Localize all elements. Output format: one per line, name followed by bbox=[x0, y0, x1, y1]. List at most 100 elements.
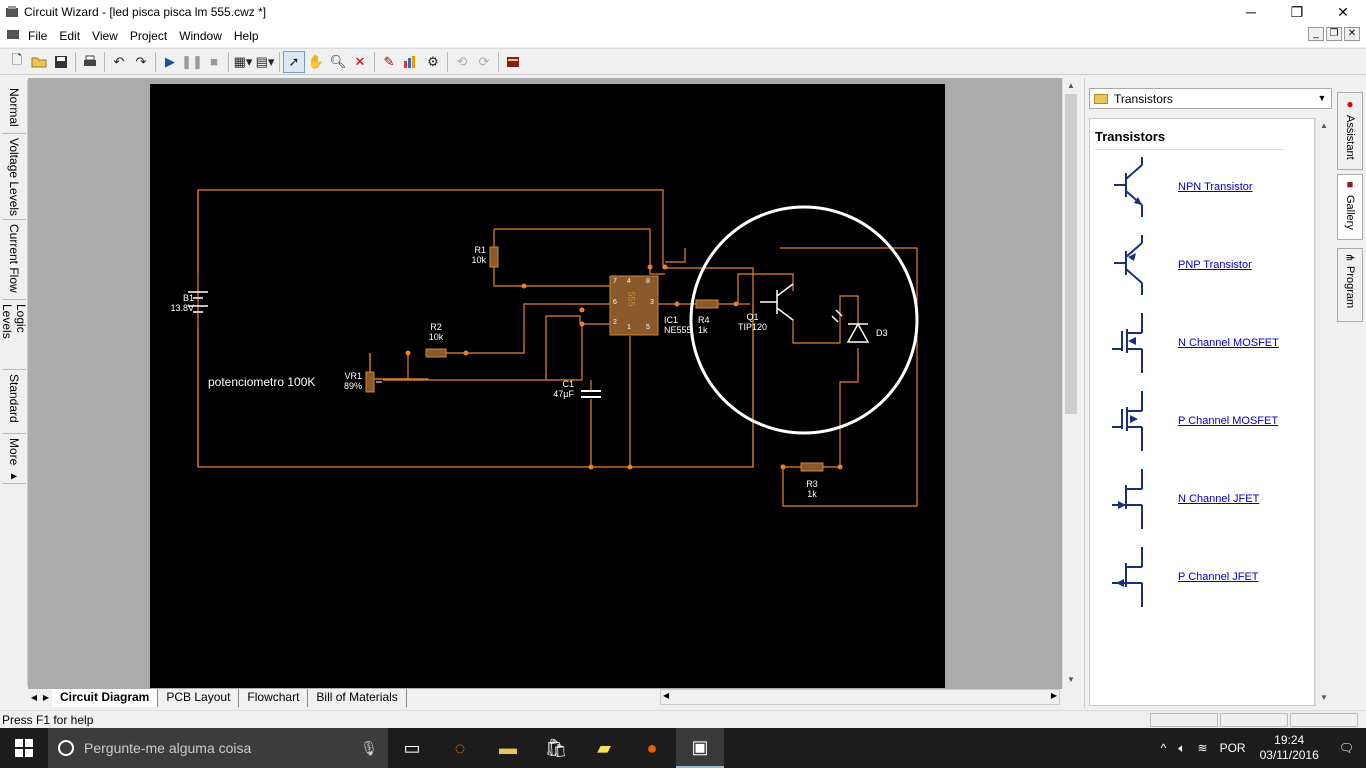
n-jfet-icon bbox=[1112, 469, 1143, 529]
select-pointer-icon[interactable]: ➚ bbox=[283, 50, 305, 73]
horizontal-scrollbar[interactable]: ◀ ▶ bbox=[660, 689, 1060, 705]
firefox-icon[interactable]: ● bbox=[646, 737, 658, 758]
gallery-book-icon[interactable] bbox=[502, 51, 524, 73]
vertical-scrollbar[interactable]: ▲ ▼ bbox=[1062, 78, 1078, 688]
play-icon[interactable]: ▶ bbox=[165, 53, 175, 69]
gallery-scrollbar[interactable]: ▲ ▼ bbox=[1315, 118, 1331, 706]
category-select[interactable]: Transistors ▼ bbox=[1089, 88, 1332, 109]
n-mosfet-link[interactable]: N Channel MOSFET bbox=[1178, 337, 1279, 349]
menu-window[interactable]: Window bbox=[179, 28, 222, 43]
tab-pcb-layout[interactable]: PCB Layout bbox=[158, 688, 240, 707]
toolbar-separator bbox=[228, 51, 229, 72]
store-icon[interactable]: 🛍︎ bbox=[544, 737, 568, 758]
chevron-down-icon[interactable]: ▼ bbox=[1317, 93, 1327, 103]
mdi-restore-button[interactable]: ❐ bbox=[1326, 27, 1342, 41]
tab-current-flow[interactable]: Current Flow bbox=[2, 220, 26, 300]
undo-icon[interactable]: ↶ bbox=[113, 53, 125, 69]
wifi-icon[interactable]: ≋ bbox=[1197, 741, 1208, 755]
notifications-icon[interactable]: 🗨︎ bbox=[1338, 741, 1354, 755]
app-swirl-icon[interactable]: ◌ bbox=[454, 737, 466, 758]
chevron-up-icon[interactable]: ^ bbox=[1160, 741, 1167, 755]
pnp-transistor-link[interactable]: PNP Transistor bbox=[1178, 259, 1252, 271]
rotate-right-icon[interactable]: ⟳ bbox=[478, 53, 490, 69]
gallery-item-pjfet[interactable]: P Channel JFET bbox=[1090, 545, 1316, 623]
windows-start-button[interactable] bbox=[0, 728, 48, 768]
gallery-scroll-up-icon[interactable]: ▲ bbox=[1320, 121, 1328, 130]
potentiometer-note: potenciometro 100K bbox=[208, 375, 316, 389]
gallery-item-pnp[interactable]: PNP Transistor bbox=[1090, 233, 1316, 311]
taskbar: Pergunte-me alguma coisa 🎙︎ ▭ ◌ ▬ 🛍︎ ▰ ●… bbox=[0, 728, 1366, 768]
tab-more[interactable]: More ▸ bbox=[2, 434, 26, 484]
tab-assistant[interactable]: ● Assistant bbox=[1337, 92, 1363, 170]
open-folder-icon[interactable] bbox=[28, 51, 50, 73]
layout-view-icon[interactable]: ▤▾ bbox=[255, 53, 275, 69]
rotate-left-icon[interactable]: ⟲ bbox=[456, 53, 468, 69]
save-icon[interactable] bbox=[50, 51, 72, 73]
close-button[interactable]: ✕ bbox=[1337, 3, 1349, 20]
component-view-icon[interactable]: ▦▾ bbox=[233, 53, 253, 69]
probe-icon[interactable]: ✎ bbox=[383, 53, 395, 69]
tab-gallery[interactable]: ■ Gallery bbox=[1337, 174, 1363, 240]
pin-1: 1 bbox=[627, 324, 631, 331]
scroll-right-icon[interactable]: ▶ bbox=[1050, 691, 1057, 700]
tab-next-icon[interactable]: ▶ bbox=[42, 693, 50, 702]
mdi-minimize-button[interactable]: _ bbox=[1308, 27, 1324, 41]
clock[interactable]: 19:24 03/11/2016 bbox=[1252, 733, 1327, 763]
status-bar: Press F1 for help bbox=[0, 710, 1366, 728]
menu-view[interactable]: View bbox=[92, 28, 118, 43]
tab-prev-icon[interactable]: ◀ bbox=[30, 693, 38, 702]
mdi-close-button[interactable]: ✕ bbox=[1344, 27, 1360, 41]
microphone-icon[interactable]: 🎙︎ bbox=[360, 739, 378, 756]
menu-project[interactable]: Project bbox=[129, 28, 168, 43]
scroll-up-icon[interactable]: ▲ bbox=[1067, 81, 1075, 90]
gallery-item-njfet[interactable]: N Channel JFET bbox=[1090, 467, 1316, 545]
tab-circuit-diagram[interactable]: Circuit Diagram bbox=[52, 688, 159, 707]
scroll-down-icon[interactable]: ▼ bbox=[1067, 675, 1075, 684]
tab-program[interactable]: ⋔ Program bbox=[1337, 248, 1363, 322]
new-file-icon[interactable]: 🗋 bbox=[11, 51, 23, 67]
language-indicator[interactable]: POR bbox=[1219, 741, 1246, 755]
gallery-item-pmos[interactable]: P Channel MOSFET bbox=[1090, 389, 1316, 467]
menu-edit[interactable]: Edit bbox=[59, 28, 81, 43]
scroll-thumb[interactable] bbox=[1065, 94, 1077, 414]
graph-icon[interactable] bbox=[400, 51, 422, 73]
file-explorer-icon[interactable]: ▬ bbox=[499, 737, 517, 758]
tab-voltage-levels[interactable]: Voltage Levels bbox=[2, 134, 26, 220]
pan-hand-icon[interactable]: ✋ bbox=[307, 53, 325, 69]
taskbar-search[interactable]: Pergunte-me alguma coisa 🎙︎ bbox=[48, 728, 388, 768]
redo-icon[interactable]: ↷ bbox=[135, 53, 147, 69]
network-icon[interactable]: ⚙ bbox=[427, 53, 439, 69]
tab-bill-of-materials[interactable]: Bill of Materials bbox=[308, 688, 407, 707]
print-icon[interactable] bbox=[79, 51, 101, 73]
tab-standard[interactable]: Standard bbox=[2, 370, 26, 434]
task-view-icon[interactable]: ▭ bbox=[403, 737, 421, 758]
circuit-wizard-taskbar-icon[interactable]: ▣ bbox=[676, 728, 724, 768]
maximize-button[interactable]: ❐ bbox=[1290, 3, 1304, 20]
tab-flowchart[interactable]: Flowchart bbox=[239, 688, 309, 707]
n-jfet-link[interactable]: N Channel JFET bbox=[1178, 493, 1260, 505]
toolbar: 🗋 ↶ ↷ ▶ ❚❚ ■ ▦▾ ▤▾ ➚ ✋ 🔍︎ ✕ ✎ ⚙ ⟲ ⟳ bbox=[0, 48, 1366, 75]
p-jfet-link[interactable]: P Channel JFET bbox=[1178, 571, 1259, 583]
document-icon[interactable] bbox=[0, 27, 22, 44]
npn-transistor-link[interactable]: NPN Transistor bbox=[1178, 181, 1253, 193]
p-mosfet-link[interactable]: P Channel MOSFET bbox=[1178, 415, 1279, 427]
delete-icon[interactable]: ✕ bbox=[354, 53, 366, 69]
gallery-item-nmos[interactable]: N Channel MOSFET bbox=[1090, 311, 1316, 389]
minimize-button[interactable]: ─ bbox=[1246, 4, 1256, 20]
zoom-icon[interactable]: 🔍︎ bbox=[329, 53, 347, 69]
scroll-left-icon[interactable]: ◀ bbox=[663, 691, 670, 700]
tab-normal[interactable]: Normal bbox=[2, 84, 26, 134]
gallery-item-npn[interactable]: NPN Transistor bbox=[1090, 155, 1316, 233]
gallery-scroll-down-icon[interactable]: ▼ bbox=[1320, 693, 1328, 702]
volume-icon[interactable]: 🔈︎ bbox=[1178, 740, 1186, 755]
resistor-r4 bbox=[695, 299, 719, 309]
tab-logic-levels[interactable]: Logic Levels bbox=[0, 300, 28, 370]
sticky-notes-icon[interactable]: ▰ bbox=[597, 737, 611, 758]
menu-help[interactable]: Help bbox=[233, 28, 259, 43]
menu-file[interactable]: File bbox=[28, 28, 48, 43]
stop-icon[interactable]: ■ bbox=[210, 54, 218, 69]
pause-icon[interactable]: ❚❚ bbox=[181, 53, 203, 69]
